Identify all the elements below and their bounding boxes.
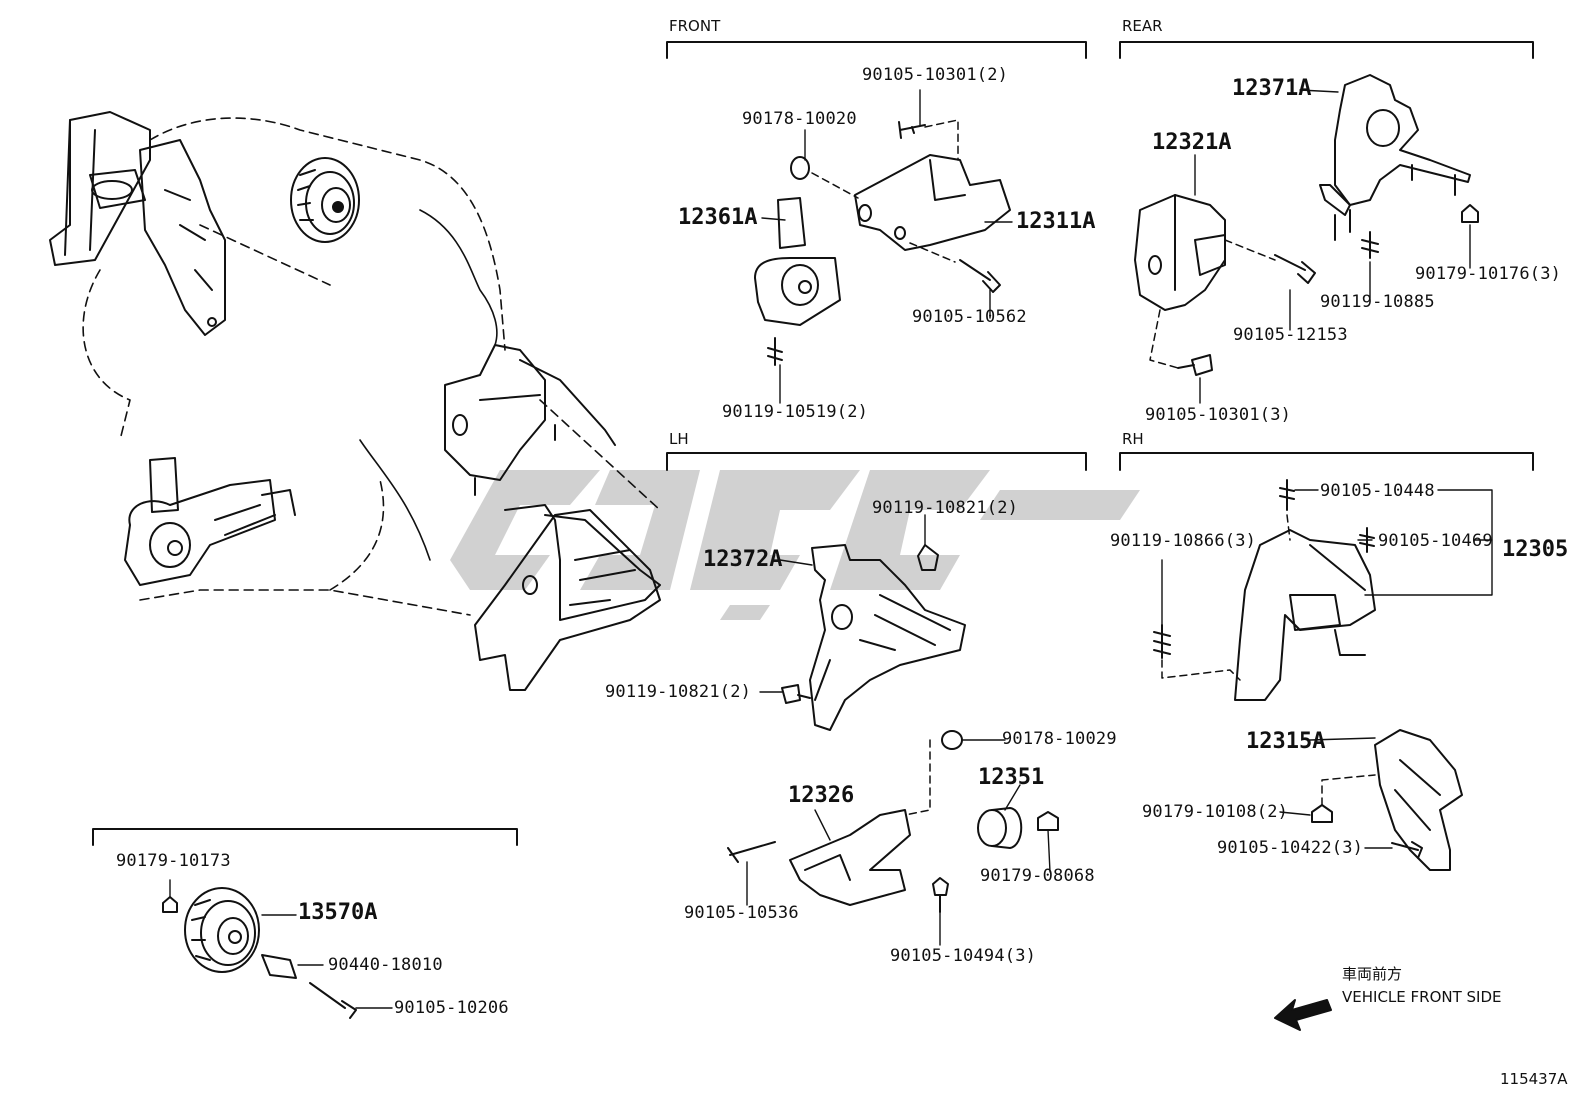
part-90105-10301-front bbox=[898, 121, 926, 139]
label-90179-10176[interactable]: 90179-10176(3) bbox=[1415, 264, 1562, 284]
label-90119-10519[interactable]: 90119-10519(2) bbox=[722, 402, 869, 422]
label-12311A[interactable]: 12311A bbox=[1016, 209, 1096, 234]
engine-contour bbox=[359, 209, 498, 561]
engine-lh-mount-assembly bbox=[124, 457, 296, 586]
part-90119-10821-top bbox=[917, 544, 939, 571]
part-12351 bbox=[977, 807, 1023, 849]
rh-dashed-guides bbox=[1161, 514, 1291, 681]
part-12315A bbox=[1374, 729, 1463, 871]
label-12305[interactable]: 12305 bbox=[1502, 537, 1569, 562]
label-90105-10301-rear[interactable]: 90105-10301(3) bbox=[1145, 405, 1292, 425]
label-90105-10448[interactable]: 90105-10448 bbox=[1320, 481, 1435, 501]
label-90105-10206[interactable]: 90105-10206 bbox=[394, 998, 509, 1018]
part-90105-10206 bbox=[309, 982, 357, 1019]
label-90119-10821-bottom[interactable]: 90119-10821(2) bbox=[605, 682, 752, 702]
part-90178-10020 bbox=[790, 156, 810, 180]
part-90179-10176 bbox=[1461, 204, 1479, 223]
label-90105-10536[interactable]: 90105-10536 bbox=[684, 903, 799, 923]
part-90105-10536 bbox=[727, 841, 776, 863]
part-90105-10422 bbox=[1391, 841, 1423, 859]
engine-pulley bbox=[290, 157, 360, 243]
part-12372A bbox=[809, 544, 966, 731]
part-90119-10519 bbox=[767, 337, 783, 366]
direction-label-jp: 車両前方 bbox=[1342, 965, 1403, 983]
label-90179-10173[interactable]: 90179-10173 bbox=[116, 851, 231, 871]
part-13570A bbox=[184, 887, 260, 973]
vehicle-front-arrow-icon bbox=[1274, 999, 1332, 1031]
label-12326[interactable]: 12326 bbox=[788, 783, 855, 808]
rear-dashed-guides bbox=[1149, 239, 1276, 369]
section-bracket-rear bbox=[1119, 41, 1534, 59]
label-90119-10885[interactable]: 90119-10885 bbox=[1320, 292, 1435, 312]
engine-rh-mount-assembly bbox=[444, 344, 616, 496]
label-90179-10108[interactable]: 90179-10108(2) bbox=[1142, 802, 1289, 822]
section-label-lh: LH bbox=[669, 430, 689, 448]
part-90105-10448 bbox=[1279, 479, 1295, 511]
part-90179-08068 bbox=[1037, 811, 1059, 831]
label-90105-10301-front[interactable]: 90105-10301(2) bbox=[862, 65, 1009, 85]
label-12321A[interactable]: 12321A bbox=[1152, 130, 1232, 155]
part-90105-10301-rear bbox=[1177, 354, 1213, 376]
label-12315A[interactable]: 12315A bbox=[1246, 729, 1326, 754]
front-dashed-guides bbox=[811, 119, 959, 263]
label-90119-10821-top[interactable]: 90119-10821(2) bbox=[872, 498, 1019, 518]
part-90105-10494 bbox=[932, 877, 949, 913]
part-90179-10173 bbox=[162, 896, 178, 913]
label-90179-08068[interactable]: 90179-08068 bbox=[980, 866, 1095, 886]
label-12372A[interactable]: 12372A bbox=[703, 547, 783, 572]
part-90119-10821-bottom bbox=[781, 684, 811, 704]
engine-rear-mount-assembly bbox=[49, 111, 226, 336]
section-bracket-lh bbox=[666, 452, 1087, 471]
leader-lines bbox=[169, 89, 1493, 1009]
label-13570A[interactable]: 13570A bbox=[298, 900, 378, 925]
label-12371A[interactable]: 12371A bbox=[1232, 76, 1312, 101]
part-90119-10885 bbox=[1361, 231, 1379, 259]
label-90119-10866[interactable]: 90119-10866(3) bbox=[1110, 531, 1257, 551]
part-90105-10562 bbox=[959, 259, 1001, 293]
part-12326 bbox=[789, 809, 911, 906]
part-90179-10108 bbox=[1311, 804, 1333, 823]
label-12361A[interactable]: 12361A bbox=[678, 205, 758, 230]
diagram-reference-number: 115437A bbox=[1500, 1070, 1568, 1088]
section-label-rh: RH bbox=[1122, 430, 1144, 448]
part-90105-12153 bbox=[1274, 254, 1316, 284]
watermark-logo bbox=[450, 470, 1140, 620]
rh-lower-dashed bbox=[1321, 774, 1376, 806]
label-90105-10469[interactable]: 90105-10469 bbox=[1378, 531, 1493, 551]
part-90440-18010 bbox=[261, 954, 297, 979]
label-90178-10029[interactable]: 90178-10029 bbox=[1002, 729, 1117, 749]
label-90105-10422[interactable]: 90105-10422(3) bbox=[1217, 838, 1364, 858]
label-90178-10020[interactable]: 90178-10020 bbox=[742, 109, 857, 129]
section-bracket-front bbox=[666, 41, 1087, 59]
direction-label-en: VEHICLE FRONT SIDE bbox=[1342, 988, 1502, 1006]
label-12351[interactable]: 12351 bbox=[978, 765, 1045, 790]
section-bracket-idler bbox=[92, 828, 518, 846]
section-label-rear: REAR bbox=[1122, 17, 1163, 35]
part-12311A bbox=[854, 154, 1011, 251]
section-bracket-rh bbox=[1119, 452, 1534, 471]
engine-lh-bracket-large bbox=[474, 504, 661, 691]
label-90105-10494[interactable]: 90105-10494(3) bbox=[890, 946, 1037, 966]
part-90178-10029 bbox=[941, 730, 963, 750]
label-90105-10562[interactable]: 90105-10562 bbox=[912, 307, 1027, 327]
label-90105-12153[interactable]: 90105-12153 bbox=[1233, 325, 1348, 345]
lower-mid-dashed bbox=[904, 739, 931, 816]
label-90440-18010[interactable]: 90440-18010 bbox=[328, 955, 443, 975]
part-12305 bbox=[1234, 529, 1376, 701]
part-12321A bbox=[1134, 194, 1226, 311]
section-label-front: FRONT bbox=[669, 17, 721, 35]
part-90119-10866 bbox=[1153, 624, 1171, 659]
part-12361A bbox=[754, 197, 841, 326]
part-12371A bbox=[1319, 74, 1471, 241]
